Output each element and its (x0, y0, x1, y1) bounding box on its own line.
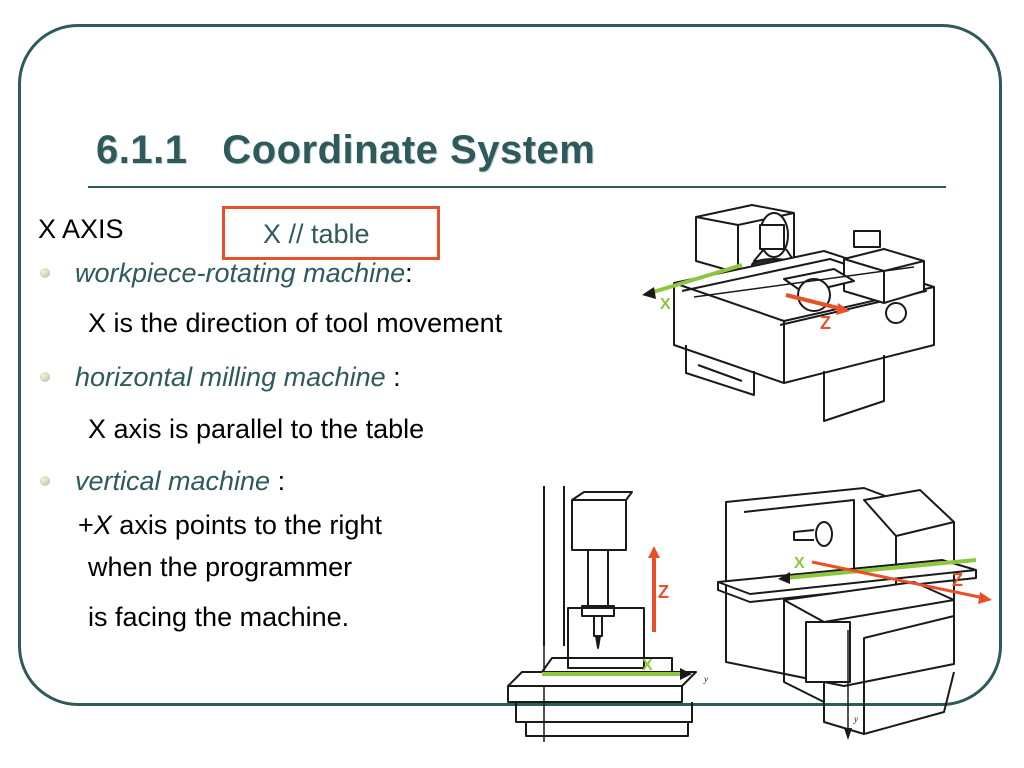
lathe-z-arrow (785, 293, 843, 311)
bullet-dot (40, 475, 50, 486)
lathe-z-label: Z (820, 313, 831, 333)
slide-title: 6.1.1 Coordinate System (96, 128, 596, 172)
bullet-suffix: : (405, 258, 413, 288)
vertical-z-label: Z (658, 582, 669, 602)
vertical-x-label: X (642, 657, 653, 674)
bullet-detail: X axis is parallel to the table (88, 414, 425, 444)
svg-text:y: y (853, 714, 858, 724)
bullet-detail: +X axis points to the right (78, 510, 382, 541)
horizontal-x-label: X (794, 555, 805, 572)
bullet-detail-line2: when the programmer (88, 552, 353, 582)
bullet-horizontal-milling: horizontal milling machine : (40, 362, 401, 393)
bullet-term: workpiece-rotating machine (75, 258, 406, 288)
bullet-term: vertical machine (75, 466, 271, 496)
bullet-detail-line3: is facing the machine. (88, 602, 350, 632)
bullet-workpiece-rotating: workpiece-rotating machine: (40, 258, 413, 289)
bullet-suffix: : (270, 466, 286, 496)
bullet-dot (40, 371, 50, 382)
lathe-x-arrow (649, 263, 743, 295)
detail-axis: X (93, 510, 112, 540)
bullet-term: horizontal milling machine (75, 362, 386, 392)
bullet-detail: X is the direction of tool movement (88, 308, 503, 338)
bullet-suffix: : (385, 362, 401, 392)
bullet-vertical-machine: vertical machine : (40, 466, 285, 497)
title-underline (88, 186, 946, 188)
callout-box: X // table (222, 206, 440, 260)
svg-text:y: y (703, 674, 708, 684)
detail-rest: axis points to the right (111, 510, 382, 540)
horizontal-x-arrow (785, 558, 977, 580)
vertical-machine-diagram: y Z X (507, 486, 708, 742)
axis-heading: X AXIS (38, 214, 124, 244)
horizontal-z-label: Z (952, 570, 963, 590)
lathe-x-label: X (660, 296, 671, 313)
horizontal-z-arrow (811, 560, 985, 600)
detail-prefix: + (78, 510, 94, 540)
slide-frame (18, 24, 1002, 706)
lathe-diagram: X Z (642, 204, 935, 422)
bullet-dot (40, 267, 50, 278)
horizontal-milling-diagram: y X Z (717, 487, 992, 740)
callout-text: X // table (263, 219, 370, 249)
